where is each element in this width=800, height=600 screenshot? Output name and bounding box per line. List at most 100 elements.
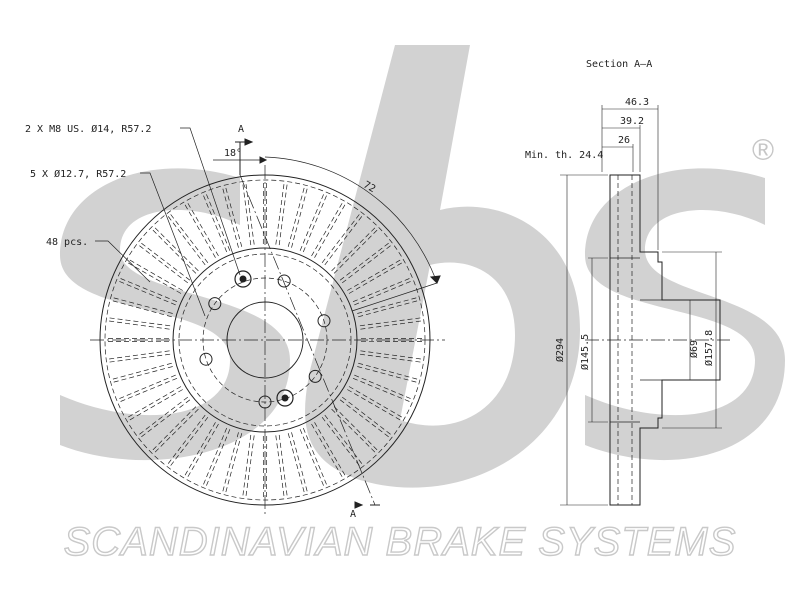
vane-edge <box>154 408 199 454</box>
vane-edge <box>360 350 422 360</box>
center-bore <box>226 301 304 379</box>
leader-vanes <box>95 240 151 283</box>
vane-edge <box>357 366 418 383</box>
threaded-hole-center-secondary <box>281 394 289 402</box>
vane-edge <box>118 374 176 400</box>
vane-edge <box>151 406 197 451</box>
vane-edge <box>222 187 239 248</box>
vane-edge <box>187 423 219 478</box>
registered-trademark-mark: ® <box>752 134 774 167</box>
vane-edge <box>341 244 392 284</box>
vane-edge <box>358 362 419 380</box>
vane-edge <box>112 366 173 383</box>
vane-edge <box>331 226 376 272</box>
vane-edge <box>202 427 228 486</box>
vane-edge <box>348 262 403 294</box>
bolt-hole <box>199 352 213 366</box>
vane-edge <box>321 416 361 467</box>
vane-edge <box>225 433 243 494</box>
vane-edge <box>118 280 176 306</box>
angle-arrowhead <box>259 156 268 164</box>
sbs-watermark-logo <box>60 45 785 488</box>
vane-edge <box>225 186 243 247</box>
vane-edge <box>138 396 189 436</box>
vane-edge <box>358 300 419 318</box>
vane-edge <box>205 193 231 251</box>
section-marker-bottom-label: A <box>350 509 356 520</box>
vane-edge <box>275 183 285 245</box>
vane-edge <box>154 226 199 272</box>
callout-vane-count: 48 pcs. <box>46 237 88 248</box>
section-marker-bottom-arrowhead <box>354 501 364 509</box>
dim-overall-height: 46.3 <box>625 97 649 108</box>
bolt-hole <box>317 314 331 328</box>
bolt-circle-dashed <box>202 277 328 403</box>
threaded-hole-center <box>239 275 247 283</box>
vane-edge <box>278 183 288 246</box>
hat-inner-dashed <box>178 253 352 427</box>
vane-edge <box>302 427 328 486</box>
vane-edge <box>128 389 183 421</box>
dim-hat-depth: 39.2 <box>620 116 644 127</box>
vane-edge <box>314 203 346 258</box>
disc-section-profile <box>609 174 721 506</box>
vane-edge <box>169 213 209 264</box>
vane-edge <box>222 432 239 493</box>
vane-edge <box>299 429 325 487</box>
vane-edge <box>287 433 305 494</box>
vane-edge <box>311 202 343 257</box>
bolt-hole <box>208 297 222 311</box>
vane-edge <box>108 353 171 363</box>
vane-edge <box>302 194 328 253</box>
vane-edge <box>324 215 363 266</box>
friction-ring-outer-dashed <box>104 179 426 501</box>
vane-edge <box>167 215 206 266</box>
dim-outer-diameter: Ø294 <box>554 338 566 362</box>
section-marker-top-label: A <box>238 124 244 135</box>
vane-edge <box>359 353 422 363</box>
section-line <box>239 174 376 506</box>
leader-mounting-holes <box>180 127 241 276</box>
vane-edge <box>348 386 403 418</box>
section-title: Section A–A <box>586 59 652 70</box>
vane-edge <box>108 350 170 360</box>
vane-edge <box>169 416 209 467</box>
radius-dimension-arc <box>264 156 438 284</box>
vane-edge <box>108 320 170 330</box>
bolt-holes <box>199 274 331 409</box>
bolt-hole <box>308 369 322 383</box>
angle-label: 18° <box>224 148 242 159</box>
vane-edge <box>354 374 412 400</box>
vane-edge <box>352 277 411 303</box>
disc-front-view <box>90 127 445 515</box>
vane-edge <box>128 259 183 291</box>
disc-outer-edge <box>99 174 431 506</box>
vane-edge <box>291 432 308 493</box>
vane-edge <box>359 317 422 327</box>
vane-edge <box>245 183 255 245</box>
dim-hat-diameter: Ø157.8 <box>703 330 715 366</box>
vane-edge <box>111 362 172 380</box>
vane-edge <box>352 377 411 403</box>
cooling-vanes <box>106 181 424 499</box>
vane-edge <box>187 202 219 257</box>
vane-edge <box>341 396 392 436</box>
threaded-hole-m8 <box>234 270 252 288</box>
radius-label: 72 <box>361 180 377 196</box>
threaded-hole-m8-secondary <box>276 389 294 407</box>
bolt-hole <box>258 395 272 409</box>
brand-name-watermark: SCANDINAVIAN BRAKE SYSTEMS <box>64 520 737 564</box>
vane-edge <box>339 242 390 281</box>
vane-edge <box>245 435 255 497</box>
radius-leader <box>351 282 438 312</box>
callout-mounting-holes: 2 X M8 US. Ø14, R57.2 <box>25 123 151 135</box>
vane-edge <box>184 422 216 477</box>
vane-edge <box>140 242 191 281</box>
min-thickness-label: Min. th. 24.4 <box>525 150 603 161</box>
hat-outer-edge <box>172 247 358 433</box>
radius-arrowhead <box>429 275 441 284</box>
disc-section-view <box>560 105 730 506</box>
vane-edge <box>127 386 182 418</box>
vane-edge <box>119 277 178 303</box>
